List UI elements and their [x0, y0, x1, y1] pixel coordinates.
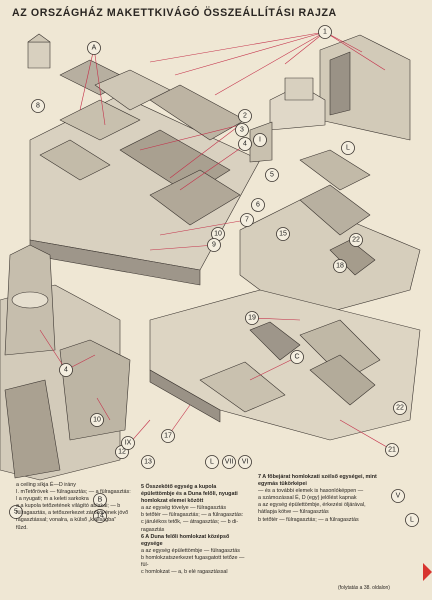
callout-L-bottom1-label: L: [210, 459, 214, 466]
callout-4-left-label: 4: [64, 367, 68, 374]
callout-5: 5: [265, 168, 279, 182]
callout-4-top: 4: [238, 137, 252, 151]
callout-3: 3: [235, 123, 249, 137]
callout-L-top: L: [341, 141, 355, 155]
callout-L-top-label: L: [346, 145, 350, 152]
callout-19: 19: [245, 311, 259, 325]
legend-3-line-3: a az egység épülettömbje, érkezési öljár…: [258, 502, 366, 509]
callout-VII-label: VII: [225, 459, 234, 466]
callout-1: 1: [318, 25, 332, 39]
callouts: 1 A 8 2 3 4 I L 5 6 7 10 9 15 22 18 19 C…: [9, 25, 419, 527]
callout-L-bottom1: L: [205, 455, 219, 469]
callout-C: C: [290, 350, 304, 364]
callout-14: 14: [93, 509, 107, 523]
callout-I: I: [253, 133, 267, 147]
callout-4-left: 4: [59, 363, 73, 377]
callout-IX-label: IX: [125, 440, 132, 447]
callout-A-top: A: [87, 41, 101, 55]
legend-3: 7 A főbejárat homlokzati szélső egységei…: [258, 474, 396, 524]
callout-VI-label: VI: [242, 459, 249, 466]
legend-1-line-7: fűzd.: [16, 524, 28, 531]
page-title: AZ ORSZÁGHÁZ MAKETTKIVÁGÓ ÖSSZEÁLLÍTÁSI …: [12, 7, 337, 19]
legend-1-line-5: fülragasztás, a tetőszerkezet zárókövéne…: [16, 510, 129, 517]
callout-22-right-label: 22: [396, 405, 404, 412]
legend-2-line-4: ragasztás: [141, 526, 165, 533]
callout-19-label: 19: [248, 315, 256, 322]
legend-1-line-3: l a nyugati; m a keleti sarkokra: [16, 496, 89, 503]
callout-8: 8: [31, 99, 45, 113]
callout-VII: VII: [222, 455, 236, 469]
callout-4-top-label: 4: [243, 141, 247, 148]
callout-7: 7: [240, 213, 254, 227]
legend-2-heading-2: 6 A Duna felőli homlokzat középső egység…: [141, 533, 230, 547]
callout-13: 13: [141, 455, 155, 469]
legend-3-line-4: hátlapja kötve — fülragasztás: [258, 509, 329, 516]
legend-3-line-1: — és a további elemek is hasonlóképpen —: [258, 488, 364, 495]
callout-5-label: 5: [270, 172, 274, 179]
callout-2: 2: [238, 109, 252, 123]
legend-2-line-5: a az egység épülettömbje — fülragasztás: [141, 547, 240, 554]
callout-2-label: 2: [243, 113, 247, 120]
callout-5-bottom: 5: [9, 505, 23, 519]
callout-L-bottom2-label: L: [410, 517, 414, 524]
legend-2-line-3: c járulékos tetők, — átragasztás; — b di…: [141, 519, 239, 526]
legend-2-line-1: a az egység tövelye — fülragasztás: [141, 505, 227, 512]
legend-1-line-4: a a kupola tetőzetének világító ablakai;…: [16, 503, 121, 510]
callout-6-label: 6: [256, 202, 260, 209]
callout-13-label: 13: [144, 459, 152, 466]
callout-B-label: B: [98, 497, 103, 504]
callout-15: 15: [276, 227, 290, 241]
parliament-model-parts: [0, 33, 421, 481]
callout-V-label: V: [396, 493, 401, 500]
legend-1-line-6: ragasztással; vonalra, a külső „kiállság…: [16, 517, 117, 524]
callout-VI: VI: [238, 455, 252, 469]
callout-17-label: 17: [164, 433, 172, 440]
legend-3-line-2: a számozással É, D (egy) jelölést kapnak: [258, 495, 357, 502]
callout-10-left: 10: [90, 413, 104, 427]
legend-2-line-7: c homlokzat — a, b elé ragasztással: [141, 569, 228, 576]
callout-15-label: 15: [279, 231, 287, 238]
callout-14-label: 14: [96, 513, 104, 520]
callout-6: 6: [251, 198, 265, 212]
legend-2: 5 Összekötő egység a kupola épülettömbje…: [141, 484, 251, 576]
legend-3-line-5: b tetőtér — fülragasztás; — a fülragaszt…: [258, 516, 359, 523]
callout-L-bottom2: L: [405, 513, 419, 527]
legend-2-heading: 5 Összekötő egység a kupola épülettömbje…: [141, 484, 238, 505]
callout-9-label: 9: [212, 242, 216, 249]
callout-7-label: 7: [245, 217, 249, 224]
callout-3-label: 3: [240, 127, 244, 134]
callout-5-bottom-label: 5: [14, 509, 18, 516]
callout-9: 9: [207, 238, 221, 252]
callout-C-label: C: [294, 354, 299, 361]
callout-10-left-label: 10: [93, 417, 101, 424]
callout-A-top-label: A: [92, 45, 97, 52]
legend-1-line-2: I. mTetőrövek — fülragasztás; — a fülrag…: [16, 489, 131, 496]
callout-22-top-label: 22: [352, 237, 360, 244]
callout-22-right: 22: [393, 401, 407, 415]
callout-18-label: 18: [336, 263, 344, 270]
callout-V: V: [391, 489, 405, 503]
page-turn-marker: [423, 563, 432, 581]
callout-17: 17: [161, 429, 175, 443]
callout-21: 21: [385, 443, 399, 457]
legend-3-heading: 7 A főbejárat homlokzati szélső egységei…: [258, 474, 377, 488]
legend-1-line-1: a ceiling síkja É—D irány: [16, 482, 76, 488]
callout-B: B: [93, 493, 107, 507]
callout-12-label: 12: [118, 449, 126, 456]
legend-1: a ceiling síkja É—D irány I. mTetőrövek …: [16, 482, 134, 532]
legend-2-line-6: b homlokzatszerkezet fugasgatott tetőze …: [141, 554, 245, 569]
leader-lines: [39, 31, 393, 453]
legend-2-line-2: b tetőtér — fülragasztás; — a fülragaszt…: [141, 512, 244, 519]
callout-10-top-label: 10: [214, 231, 222, 238]
callout-8-label: 8: [36, 103, 40, 110]
callout-21-label: 21: [388, 447, 396, 454]
callout-IX: IX: [121, 436, 135, 450]
callout-1-label: 1: [323, 29, 327, 36]
continued-note: (folytatás a 38. oldalon): [338, 585, 390, 591]
callout-18: 18: [333, 259, 347, 273]
callout-I-label: I: [259, 137, 261, 144]
callout-22-top: 22: [349, 233, 363, 247]
